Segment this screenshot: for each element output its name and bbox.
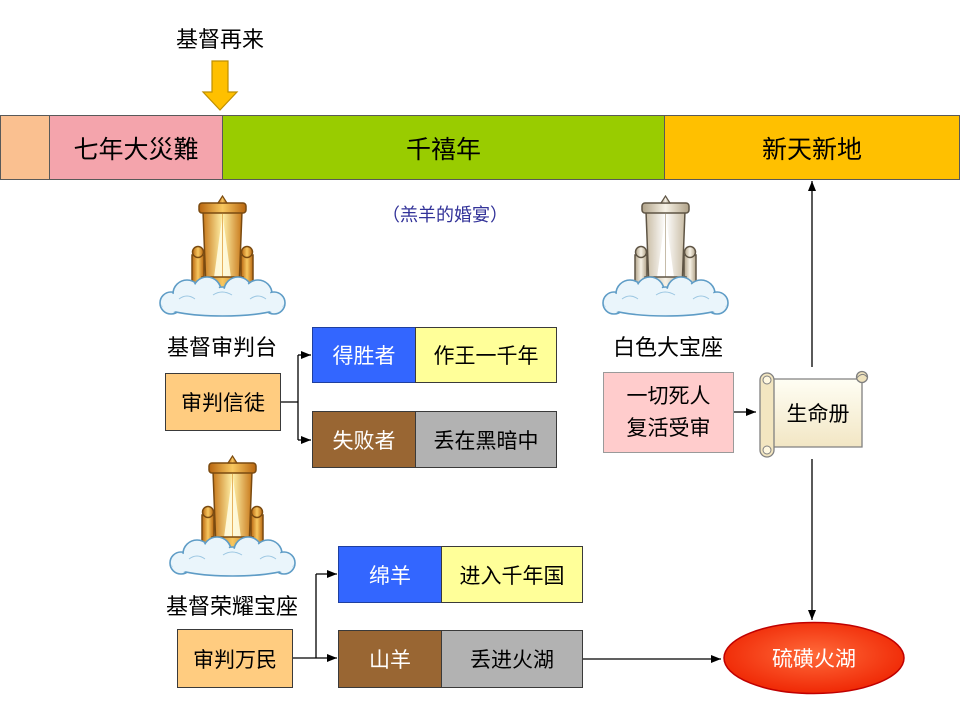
glorious-throne-icon xyxy=(165,455,300,578)
reign-thousand-years-box: 作王一千年 xyxy=(415,327,557,383)
timeline-segment-label: 七年大災難 xyxy=(73,135,199,164)
second-coming-arrow xyxy=(201,60,239,111)
timeline-segment-millennium: 千禧年 xyxy=(223,115,665,180)
timeline-segment-pre xyxy=(0,115,50,180)
scroll-icon xyxy=(759,370,869,458)
believers-judgment-connector xyxy=(281,351,311,444)
cast-into-darkness-box: 丢在黑暗中 xyxy=(415,411,557,468)
nations-judgment-box: 审判万民 xyxy=(177,629,293,688)
enter-millennial-kingdom-box: 进入千年国 xyxy=(441,546,583,603)
overcomers-box: 得胜者 xyxy=(312,327,416,383)
dead-resurrected-line: 复活受审 xyxy=(626,416,711,440)
timeline-segment-label: 新天新地 xyxy=(761,135,862,164)
believers-judgment-box: 审判信徒 xyxy=(165,373,281,431)
timeline-segment-label: 千禧年 xyxy=(405,135,481,164)
dead-resurrected-line: 一切死人 xyxy=(626,384,711,408)
book-of-life: 生命册 xyxy=(756,367,870,459)
glorious-throne-label: 基督荣耀宝座 xyxy=(165,594,298,619)
lake-of-fire-label: 硫磺火湖 xyxy=(772,648,856,671)
white-throne-label: 白色大宝座 xyxy=(612,335,723,360)
millennium-note: （羔羊的婚宴） xyxy=(382,205,508,225)
lake-of-fire: 硫磺火湖 xyxy=(722,621,906,695)
dead-resurrected-box: 一切死人 复活受审 xyxy=(603,372,734,453)
sheep-box: 绵羊 xyxy=(338,546,442,603)
timeline-segment-tribulation: 七年大災難 xyxy=(50,115,223,180)
book-of-life-label: 生命册 xyxy=(786,403,850,426)
timeline-segment-new-heaven-earth: 新天新地 xyxy=(665,115,960,180)
judgment-seat-throne-icon xyxy=(155,195,290,318)
defeated-box: 失败者 xyxy=(312,411,416,468)
second-coming-label: 基督再来 xyxy=(175,27,264,52)
goats-box: 山羊 xyxy=(338,630,442,688)
white-throne-icon xyxy=(598,195,733,318)
timeline-bar: 七年大災難 千禧年 新天新地 xyxy=(0,115,960,180)
judgment-seat-label: 基督审判台 xyxy=(166,335,277,360)
lake-of-fire-shape xyxy=(723,621,905,695)
cast-into-lake-box: 丢进火湖 xyxy=(441,630,583,688)
